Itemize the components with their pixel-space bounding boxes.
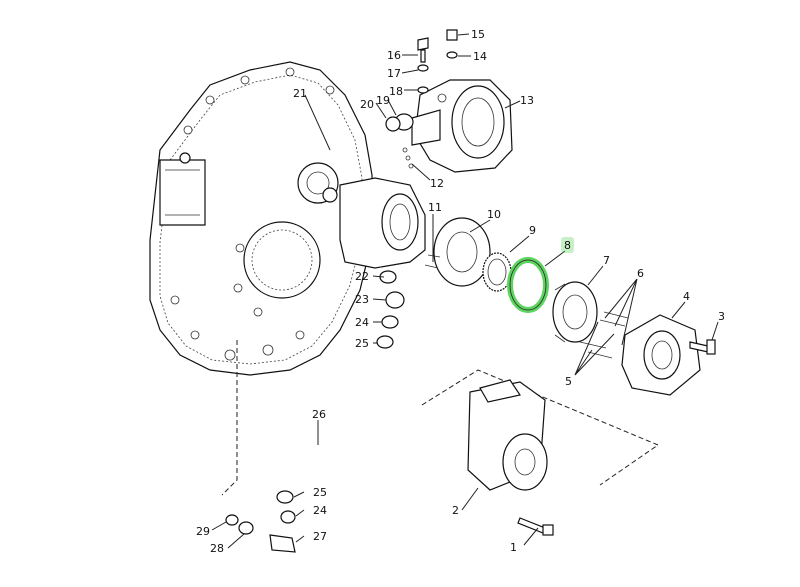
plate-10: [424, 217, 491, 287]
callout-19: 19: [376, 94, 390, 107]
callout-24a: 24: [355, 316, 369, 329]
callout-20: 20: [360, 98, 374, 111]
gearbox-housing: [149, 61, 426, 376]
callout-17: 17: [387, 67, 401, 80]
housing-cover-13: [411, 79, 513, 173]
callout-18: 18: [389, 85, 403, 98]
callout-8: 8: [564, 239, 571, 252]
small-fasteners: [385, 29, 458, 169]
callout-1: 1: [510, 541, 517, 554]
o-ring-8-highlighted: [507, 257, 549, 313]
callout-23: 23: [355, 293, 369, 306]
callout-8-highlight: [561, 237, 574, 253]
callout-11: 11: [428, 201, 442, 214]
callout-7: 7: [603, 254, 610, 267]
callout-10: 10: [487, 208, 501, 221]
callout-27: 27: [313, 530, 327, 543]
callout-5: 5: [565, 375, 572, 388]
callout-9: 9: [529, 224, 536, 237]
cover-7: [552, 281, 598, 343]
callout-16: 16: [387, 49, 401, 62]
callout-15: 15: [471, 28, 485, 41]
callout-4: 4: [683, 290, 690, 303]
flange-4: [621, 314, 701, 396]
callout-22: 22: [355, 270, 369, 283]
callout-25b-visible: 25: [313, 486, 327, 499]
callout-14: 14: [473, 50, 487, 63]
callout-13: 13: [520, 94, 534, 107]
callout-2: 2: [452, 504, 459, 517]
pipe-26: [221, 270, 405, 553]
callout-6: 6: [637, 267, 644, 280]
gear-ring-9: [482, 252, 512, 292]
callout-12: 12: [430, 177, 444, 190]
leader-lines: [211, 33, 719, 549]
callout-3: 3: [718, 310, 725, 323]
callout-26: 26: [312, 408, 326, 421]
pump-2: [421, 369, 660, 491]
callout-29: 29: [196, 525, 210, 538]
callout-25a: 25: [355, 337, 369, 350]
callout-24c: 24: [313, 504, 327, 517]
callout-28: 28: [210, 542, 224, 555]
callout-labels: 1 2 3 4 5 6 7 8 9 10 11 12 13 14 15 16 1…: [196, 28, 725, 555]
bolt-1: [517, 517, 554, 536]
bolt-3: [689, 339, 716, 355]
callout-21: 21: [293, 87, 307, 100]
